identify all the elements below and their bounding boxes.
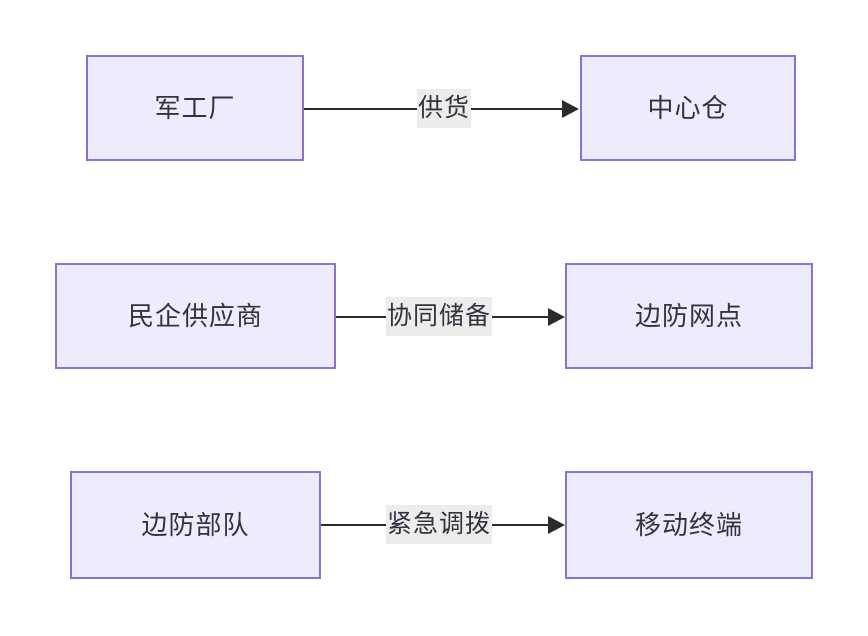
arrow-head-icon xyxy=(562,100,579,118)
node-mobile-terminal[interactable]: 移动终端 xyxy=(565,471,813,579)
arrow-head-icon xyxy=(548,516,565,534)
edge-label-joint-reserve: 协同储备 xyxy=(386,297,493,336)
node-label: 移动终端 xyxy=(634,510,743,540)
node-mil-factory[interactable]: 军工厂 xyxy=(86,55,304,161)
node-label: 中心仓 xyxy=(647,93,729,123)
node-label: 军工厂 xyxy=(154,93,236,123)
edge-label-supply: 供货 xyxy=(417,89,472,128)
edge-label-emergency-transfer: 紧急调拨 xyxy=(386,505,493,544)
node-label: 边防网点 xyxy=(634,301,743,331)
arrow-head-icon xyxy=(548,308,565,326)
node-civilian-supplier[interactable]: 民企供应商 xyxy=(55,263,336,369)
node-label: 民企供应商 xyxy=(127,301,263,331)
node-label: 边防部队 xyxy=(141,510,250,540)
node-border-troops[interactable]: 边防部队 xyxy=(70,471,321,579)
node-central-warehouse[interactable]: 中心仓 xyxy=(580,55,796,161)
node-border-outlet[interactable]: 边防网点 xyxy=(565,263,813,369)
